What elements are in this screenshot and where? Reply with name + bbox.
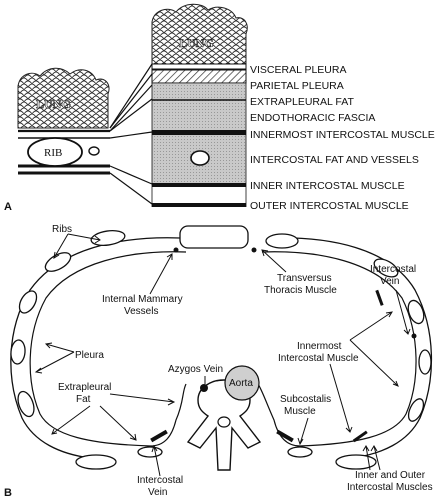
panel-b: Aorta Ribs Internal Mammary Vessels Tran… [4, 224, 433, 499]
panel-b-labels: Ribs Internal Mammary Vessels Transversu… [52, 224, 433, 498]
muscle-bars [150, 247, 417, 443]
inner-intercostal-layer [152, 183, 246, 187]
intercostal-vessel-shape [190, 150, 210, 166]
rib-shape [265, 233, 299, 249]
pleura-left-contour [29, 251, 187, 447]
layer-label-visceral-pleura: VISCERAL PLEURA [250, 64, 346, 76]
rib-shape [407, 398, 425, 422]
extrapleural-label-1: Extrapleural [58, 382, 111, 393]
pleura-right-contour [257, 251, 417, 447]
large-lung-shape [151, 3, 248, 65]
innermost-intercostal-layer [152, 130, 246, 135]
inner-outer-label-2: Intercostal Muscles [347, 482, 433, 493]
panel-a-letter: A [4, 201, 12, 213]
ribs-group [10, 225, 432, 470]
layer-labels: VISCERAL PLEURA PARIETAL PLEURA EXTRAPLE… [250, 64, 435, 212]
chest-wall-outer-right [267, 237, 433, 459]
layer-label-extrapleural-fat: EXTRAPLEURAL FAT [250, 96, 354, 108]
azygos-vein-shape [200, 384, 208, 392]
innermost-label-2: Intercostal Muscle [278, 353, 359, 364]
small-lung-label: LUNG [36, 97, 71, 111]
layer-label-innermost-intercostal: INNERMOST INTERCOSTAL MUSCLE [250, 129, 435, 141]
rib-shape [373, 258, 399, 278]
rib-shape [335, 454, 377, 470]
spinal-canal-shape [217, 416, 231, 428]
aorta-label: Aorta [229, 378, 253, 389]
intercostal-vein-left-label-1: Intercostal [137, 475, 183, 486]
layer-label-endothoracic-fascia: ENDOTHORACIC FASCIA [250, 112, 375, 124]
sternum-shape [179, 225, 249, 249]
subcostalis-label-1: Subcostalis [280, 394, 331, 405]
transversus-label-2: Thoracis Muscle [264, 285, 337, 296]
rib-shape [418, 349, 432, 375]
intercostal-vein-left-label-2: Vein [148, 487, 167, 498]
rib-shape [287, 446, 313, 458]
intercostal-vein-right-label-2: Vein [380, 276, 399, 287]
azygos-label: Azygos Vein [168, 364, 223, 375]
rib-label: RIB [44, 147, 62, 159]
transversus-label-1: Transversus [277, 273, 332, 284]
rib-shape [90, 230, 126, 246]
internal-mammary-label-1: Internal Mammary [102, 294, 183, 305]
rib-shape [17, 390, 35, 418]
outer-intercostal-layer [152, 203, 246, 207]
rib-shape [75, 454, 117, 470]
small-vessel-shape [88, 146, 100, 156]
parietal-pleura-layer [151, 69, 247, 84]
expanded-layers: LUNG [151, 3, 248, 207]
chest-wall-outer [10, 237, 181, 459]
rib-shape [137, 446, 163, 458]
subcostalis-label-2: Muscle [284, 406, 316, 417]
rib-block: RIB [18, 129, 110, 175]
layer-label-parietal-pleura: PARIETAL PLEURA [250, 80, 344, 92]
large-lung-label: LUNG [179, 36, 214, 50]
rib-shape [10, 339, 26, 365]
aorta-shape [224, 365, 260, 401]
expansion-lines [109, 63, 153, 205]
visceral-pleura-layer [151, 63, 247, 70]
pleura-label: Pleura [75, 350, 104, 361]
extrapleural-label-2: Fat [76, 394, 91, 405]
innermost-label-1: Innermost [297, 341, 342, 352]
internal-mammary-label-2: Vessels [124, 306, 158, 317]
rib-shape [27, 137, 83, 167]
intercostal-vein-right-label-1: Intercostal [370, 264, 416, 275]
panel-a: LUNG RIB LUNG [4, 3, 435, 213]
small-lung-shape [17, 67, 110, 129]
inner-outer-label-1: Inner and Outer [355, 470, 426, 481]
extrapleural-fat-layer [152, 84, 246, 130]
leader-lines [34, 233, 411, 477]
ribs-label: Ribs [52, 224, 72, 235]
layer-label-inner-intercostal: INNER INTERCOSTAL MUSCLE [250, 180, 405, 192]
panel-b-letter: B [4, 487, 12, 499]
layer-label-outer-intercostal: OUTER INTERCOSTAL MUSCLE [250, 200, 409, 212]
rib-shape [18, 290, 38, 314]
layer-label-intercostal-fat-vessels: INTERCOSTAL FAT AND VESSELS [250, 154, 419, 166]
rib-shape [407, 299, 425, 325]
